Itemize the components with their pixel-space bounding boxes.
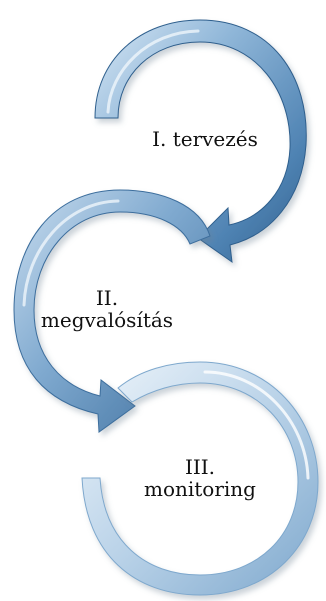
stage-1-label: I. tervezés bbox=[152, 127, 258, 151]
stage-3-arrow bbox=[81, 361, 319, 596]
stage-2-label: II. megvalósítás bbox=[40, 286, 174, 332]
stage-3-label: III. monitoring bbox=[143, 455, 256, 501]
stage-2-arrow bbox=[13, 189, 211, 433]
stage-1-arrow bbox=[94, 19, 307, 264]
